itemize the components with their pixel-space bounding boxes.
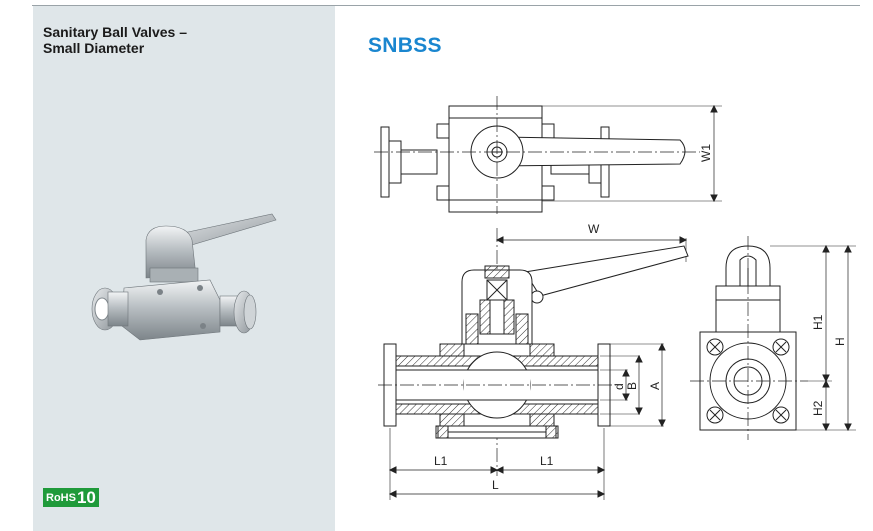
dim-label-l1-right: L1 — [540, 454, 554, 468]
dim-label-l1-left: L1 — [434, 454, 448, 468]
dim-label-h2: H2 — [811, 400, 825, 416]
dim-label-h1: H1 — [811, 314, 825, 330]
rohs-prefix: RoHS — [46, 491, 76, 504]
model-title: SNBSS — [368, 34, 442, 57]
top-rule — [32, 5, 860, 6]
side-view-drawing — [690, 236, 856, 440]
dim-label-b: B — [625, 382, 639, 390]
valve-photo — [91, 213, 277, 341]
dim-label-d: d — [612, 383, 626, 390]
dim-label-a: A — [648, 382, 662, 390]
front-view-drawing — [378, 228, 689, 500]
dim-label-w1: W1 — [699, 144, 713, 162]
product-category-title: Sanitary Ball Valves – Small Diameter — [43, 24, 187, 56]
top-view-drawing — [374, 96, 722, 214]
rohs-number: 10 — [76, 487, 96, 507]
dim-label-l: L — [492, 478, 499, 492]
dim-label-h: H — [833, 337, 847, 346]
dim-label-w: W — [588, 222, 600, 236]
rohs-badge: RoHS 10 — [43, 488, 99, 507]
